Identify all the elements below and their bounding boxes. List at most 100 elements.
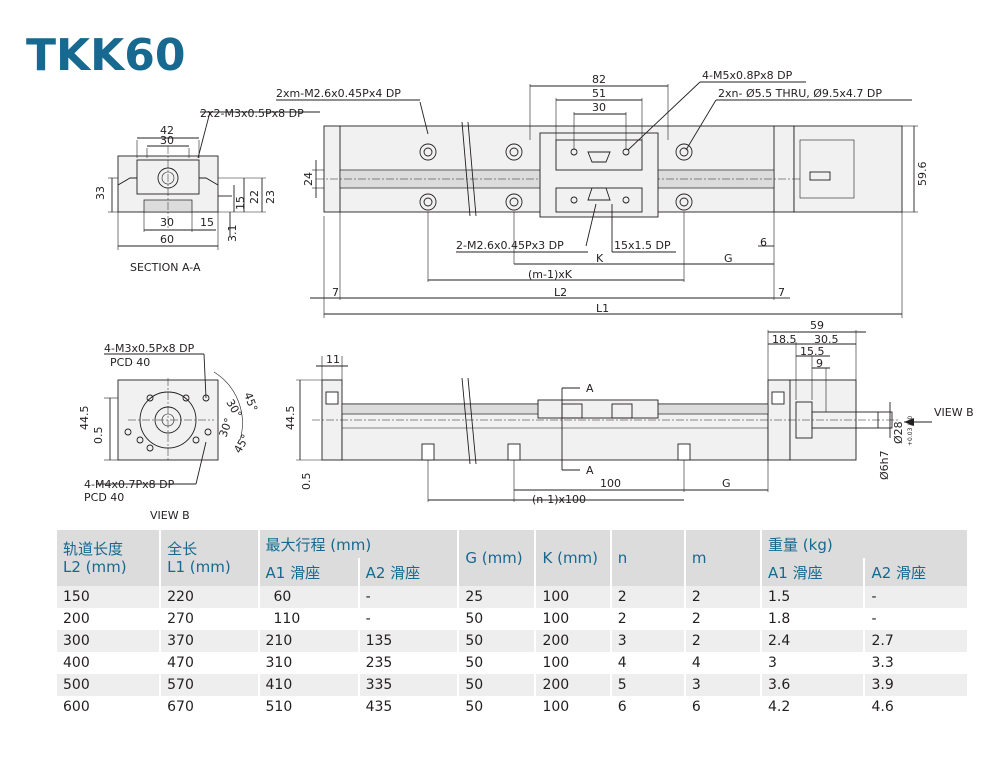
dim-15: 15: [234, 196, 247, 210]
view-b-label-pcd1: PCD 40: [110, 356, 150, 369]
header-l1: 全长 L1 (mm): [159, 530, 259, 586]
cell-n: 4: [609, 652, 685, 674]
dim-59: 59: [810, 319, 824, 332]
view-b-caption: VIEW B: [150, 509, 190, 522]
dim-60: 60: [160, 233, 174, 246]
cell-k: 200: [534, 630, 611, 652]
cell-weight-a1: 1.5: [760, 586, 865, 608]
dim-0-5: 0.5: [92, 427, 105, 445]
cell-weight-a2: 3.3: [863, 652, 967, 674]
dim-g: G: [724, 252, 733, 265]
dim-28: Ø28: [892, 421, 905, 444]
dim-30a: 30: [160, 134, 174, 147]
angle-45b: 45°: [231, 432, 252, 455]
page-title: TKK60: [26, 30, 186, 81]
cell-l1: 220: [159, 586, 259, 608]
table-header-row: 轨道长度 L2 (mm) 全长 L1 (mm) 最大行程 (mm) G (mm)…: [57, 530, 967, 586]
cell-weight-a2: 2.7: [863, 630, 967, 652]
view-b: 4-M3x0.5Px8 DP PCD 40 4-M4x0.7Px8 DP PCD…: [78, 342, 260, 522]
side-label-a1: A: [586, 382, 594, 395]
dim-18-5: 18.5: [772, 333, 797, 346]
dim-k: K: [596, 252, 604, 265]
cell-k: 100: [534, 586, 611, 608]
top-label-thru: 2xn- Ø5.5 THRU, Ø9.5x4.7 DP: [718, 87, 882, 100]
dim-7b: 7: [778, 286, 785, 299]
header-stroke-a2: A2 滑座: [357, 558, 459, 586]
top-view: 2xm-M2.6x0.45Px4 DP 4-M5x0.8Px8 DP 2xn- …: [276, 69, 929, 318]
cell-g: 25: [457, 586, 536, 608]
top-label-m26: 2xm-M2.6x0.45Px4 DP: [276, 87, 401, 100]
angle-45a: 45°: [241, 391, 260, 414]
cell-stroke-a1: 210: [257, 630, 359, 652]
cell-stroke-a2: 435: [357, 696, 459, 718]
cell-l1: 270: [159, 608, 259, 630]
cell-l2: 150: [57, 586, 161, 608]
side-view: A A VIEW B 11 44.5 0.5 100 G (n-1)x100 5…: [284, 319, 974, 506]
cell-m: 2: [683, 608, 762, 630]
dim-15-5: 15.5: [800, 345, 825, 358]
dim-l1: L1: [596, 302, 609, 315]
header-l2: 轨道长度 L2 (mm): [57, 530, 161, 586]
dim-51: 51: [592, 87, 606, 100]
dim-59-6: 59.6: [916, 162, 929, 187]
dim-side-0-5: 0.5: [300, 473, 313, 491]
cell-m: 2: [683, 630, 762, 652]
cell-m: 2: [683, 586, 762, 608]
cell-l2: 600: [57, 696, 161, 718]
dim-23: 23: [264, 190, 277, 204]
cell-l2: 500: [57, 674, 161, 696]
cell-l1: 370: [159, 630, 259, 652]
side-label-view-b: VIEW B: [934, 406, 974, 419]
dim-82: 82: [592, 73, 606, 86]
header-g: G (mm): [457, 530, 536, 586]
table-subheader-row: A1 滑座 A2 滑座 A1 滑座 A2 滑座: [57, 558, 967, 586]
dim-30: 30: [592, 101, 606, 114]
header-weight-a1: A1 滑座: [760, 558, 865, 586]
cell-g: 50: [457, 696, 536, 718]
dim-11: 11: [326, 353, 340, 366]
cell-stroke-a2: 335: [357, 674, 459, 696]
cell-m: 4: [683, 652, 762, 674]
cell-weight-a2: 4.6: [863, 696, 967, 718]
dim-9: 9: [816, 357, 823, 370]
top-label-dp15: 15x1.5 DP: [614, 239, 671, 252]
dim-7a: 7: [332, 286, 339, 299]
dim-3-1: 3.1: [226, 225, 239, 243]
header-n: n: [609, 530, 685, 586]
cell-k: 200: [534, 674, 611, 696]
cell-m: 3: [683, 674, 762, 696]
header-k: K (mm): [534, 530, 611, 586]
cell-g: 50: [457, 674, 536, 696]
top-label-m26b: 2-M2.6x0.45Px3 DP: [456, 239, 564, 252]
cell-l1: 670: [159, 696, 259, 718]
cell-weight-a2: -: [863, 586, 967, 608]
section-aa-label-m3: 2x2-M3x0.5Px8 DP: [200, 107, 304, 120]
dim-44-5: 44.5: [78, 406, 91, 431]
dim-30b: 30: [160, 216, 174, 229]
cell-stroke-a1: 310: [257, 652, 359, 674]
cell-stroke-a2: 135: [357, 630, 459, 652]
cell-stroke-a1: 510: [257, 696, 359, 718]
side-label-a2: A: [586, 464, 594, 477]
dim-33: 33: [94, 186, 107, 200]
cell-n: 2: [609, 608, 685, 630]
cell-n: 3: [609, 630, 685, 652]
cell-k: 100: [534, 608, 611, 630]
cell-n: 2: [609, 586, 685, 608]
dim-15b: 15: [200, 216, 214, 229]
header-weight: 重量 (kg): [760, 530, 967, 558]
header-m: m: [683, 530, 762, 586]
header-stroke-a1: A1 滑座: [257, 558, 359, 586]
cell-weight-a1: 3: [760, 652, 865, 674]
dim-42: 42: [160, 124, 174, 137]
section-aa-view: 2x2-M3x0.5Px8 DP 42 30 33 15 22 23 30 15…: [94, 107, 320, 274]
cell-l1: 570: [159, 674, 259, 696]
technical-drawing: 2x2-M3x0.5Px8 DP 42 30 33 15 22 23 30 15…: [78, 69, 974, 522]
header-weight-a2: A2 滑座: [863, 558, 967, 586]
header-stroke: 最大行程 (mm): [257, 530, 459, 558]
cell-stroke-a1: 410: [257, 674, 359, 696]
